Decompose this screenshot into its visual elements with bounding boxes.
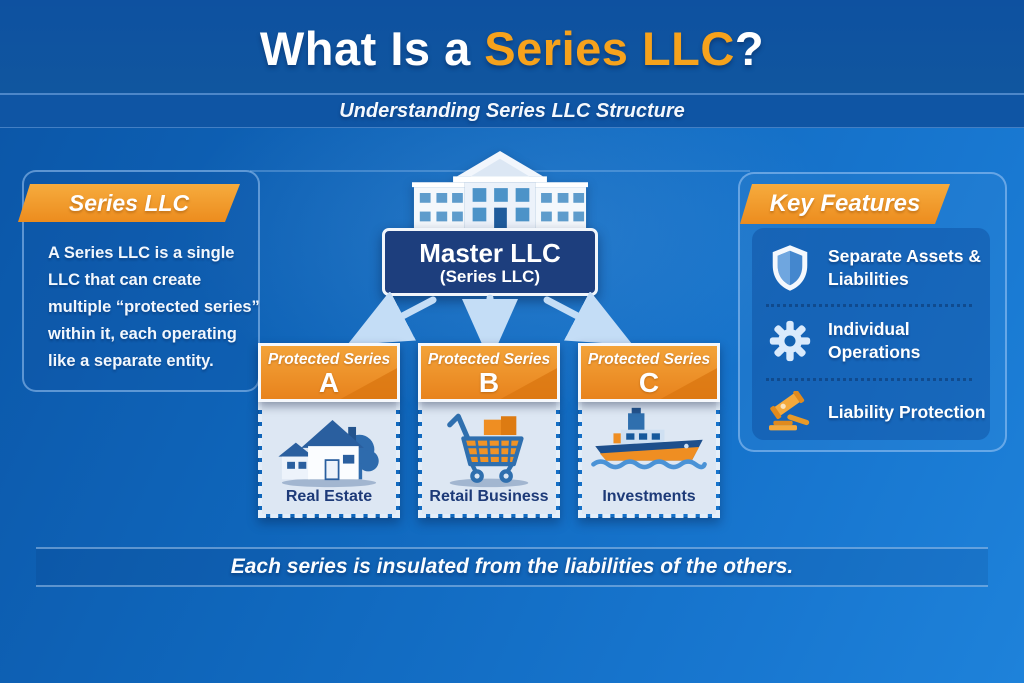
- series-llc-ribbon: Series LLC: [18, 184, 240, 222]
- series-card-b: Protected Series B Retail Business: [418, 343, 560, 518]
- master-llc-box: Master LLC (Series LLC): [382, 228, 598, 296]
- series-a-header: Protected Series A: [258, 343, 400, 402]
- feature-label: Individual Operations: [828, 319, 921, 362]
- feature-label: Separate Assets & Liabilities: [828, 246, 982, 289]
- header-band: What Is a Series LLC?: [0, 0, 1024, 95]
- feature-separator: [766, 378, 972, 381]
- series-a-letter: A: [318, 367, 340, 398]
- subtitle: Understanding Series LLC Structure: [339, 100, 685, 122]
- feature-label: Liability Protection: [828, 401, 986, 422]
- feature-separator: [766, 304, 972, 307]
- series-card-a: Protected Series A: [258, 343, 400, 518]
- title-highlight: Series LLC: [484, 22, 735, 75]
- title-suffix: ?: [734, 22, 765, 75]
- series-b-label: Retail Business: [429, 488, 549, 505]
- ship-icon: [582, 406, 716, 493]
- series-c-letter: C: [638, 367, 660, 398]
- series-a-label: Real Estate: [285, 488, 373, 505]
- feature-item-liability-protection: Liability Protection: [766, 384, 986, 440]
- gear-icon: [766, 319, 814, 363]
- footer-band: Each series is insulated from the liabil…: [36, 547, 988, 587]
- series-c-header: Protected Series C: [578, 343, 720, 402]
- page-title: What Is a Series LLC?: [0, 0, 1024, 93]
- master-llc-title: Master LLC: [419, 238, 561, 268]
- title-prefix: What Is a: [259, 22, 485, 75]
- subtitle-band: Understanding Series LLC Structure: [0, 95, 1024, 128]
- feature-item-separate-assets: Separate Assets & Liabilities: [766, 236, 988, 300]
- master-llc-subtitle: (Series LLC): [439, 267, 541, 286]
- series-a-header-label: Protected Series: [267, 351, 391, 368]
- series-llc-description: A Series LLC is a single LLC that can cr…: [48, 244, 260, 370]
- feature-item-individual-operations: Individual Operations: [766, 312, 988, 370]
- series-a-body: Real Estate: [258, 402, 400, 518]
- bank-building-icon: [412, 150, 588, 241]
- connector-arrows: [330, 290, 694, 362]
- key-features-panel: [738, 172, 1007, 452]
- key-features-ribbon: Key Features: [740, 184, 950, 224]
- series-b-letter: B: [478, 367, 500, 398]
- shopping-cart-icon: [422, 406, 556, 493]
- house-icon: [262, 406, 396, 493]
- gavel-icon: [766, 391, 814, 433]
- series-c-header-label: Protected Series: [587, 351, 711, 368]
- series-b-header: Protected Series B: [418, 343, 560, 402]
- shield-icon: [766, 244, 814, 292]
- footer-note: Each series is insulated from the liabil…: [230, 555, 794, 578]
- series-c-body: Investments: [578, 402, 720, 518]
- series-c-label: Investments: [602, 488, 696, 505]
- series-b-body: Retail Business: [418, 402, 560, 518]
- series-card-c: Protected Series C Invest: [578, 343, 720, 518]
